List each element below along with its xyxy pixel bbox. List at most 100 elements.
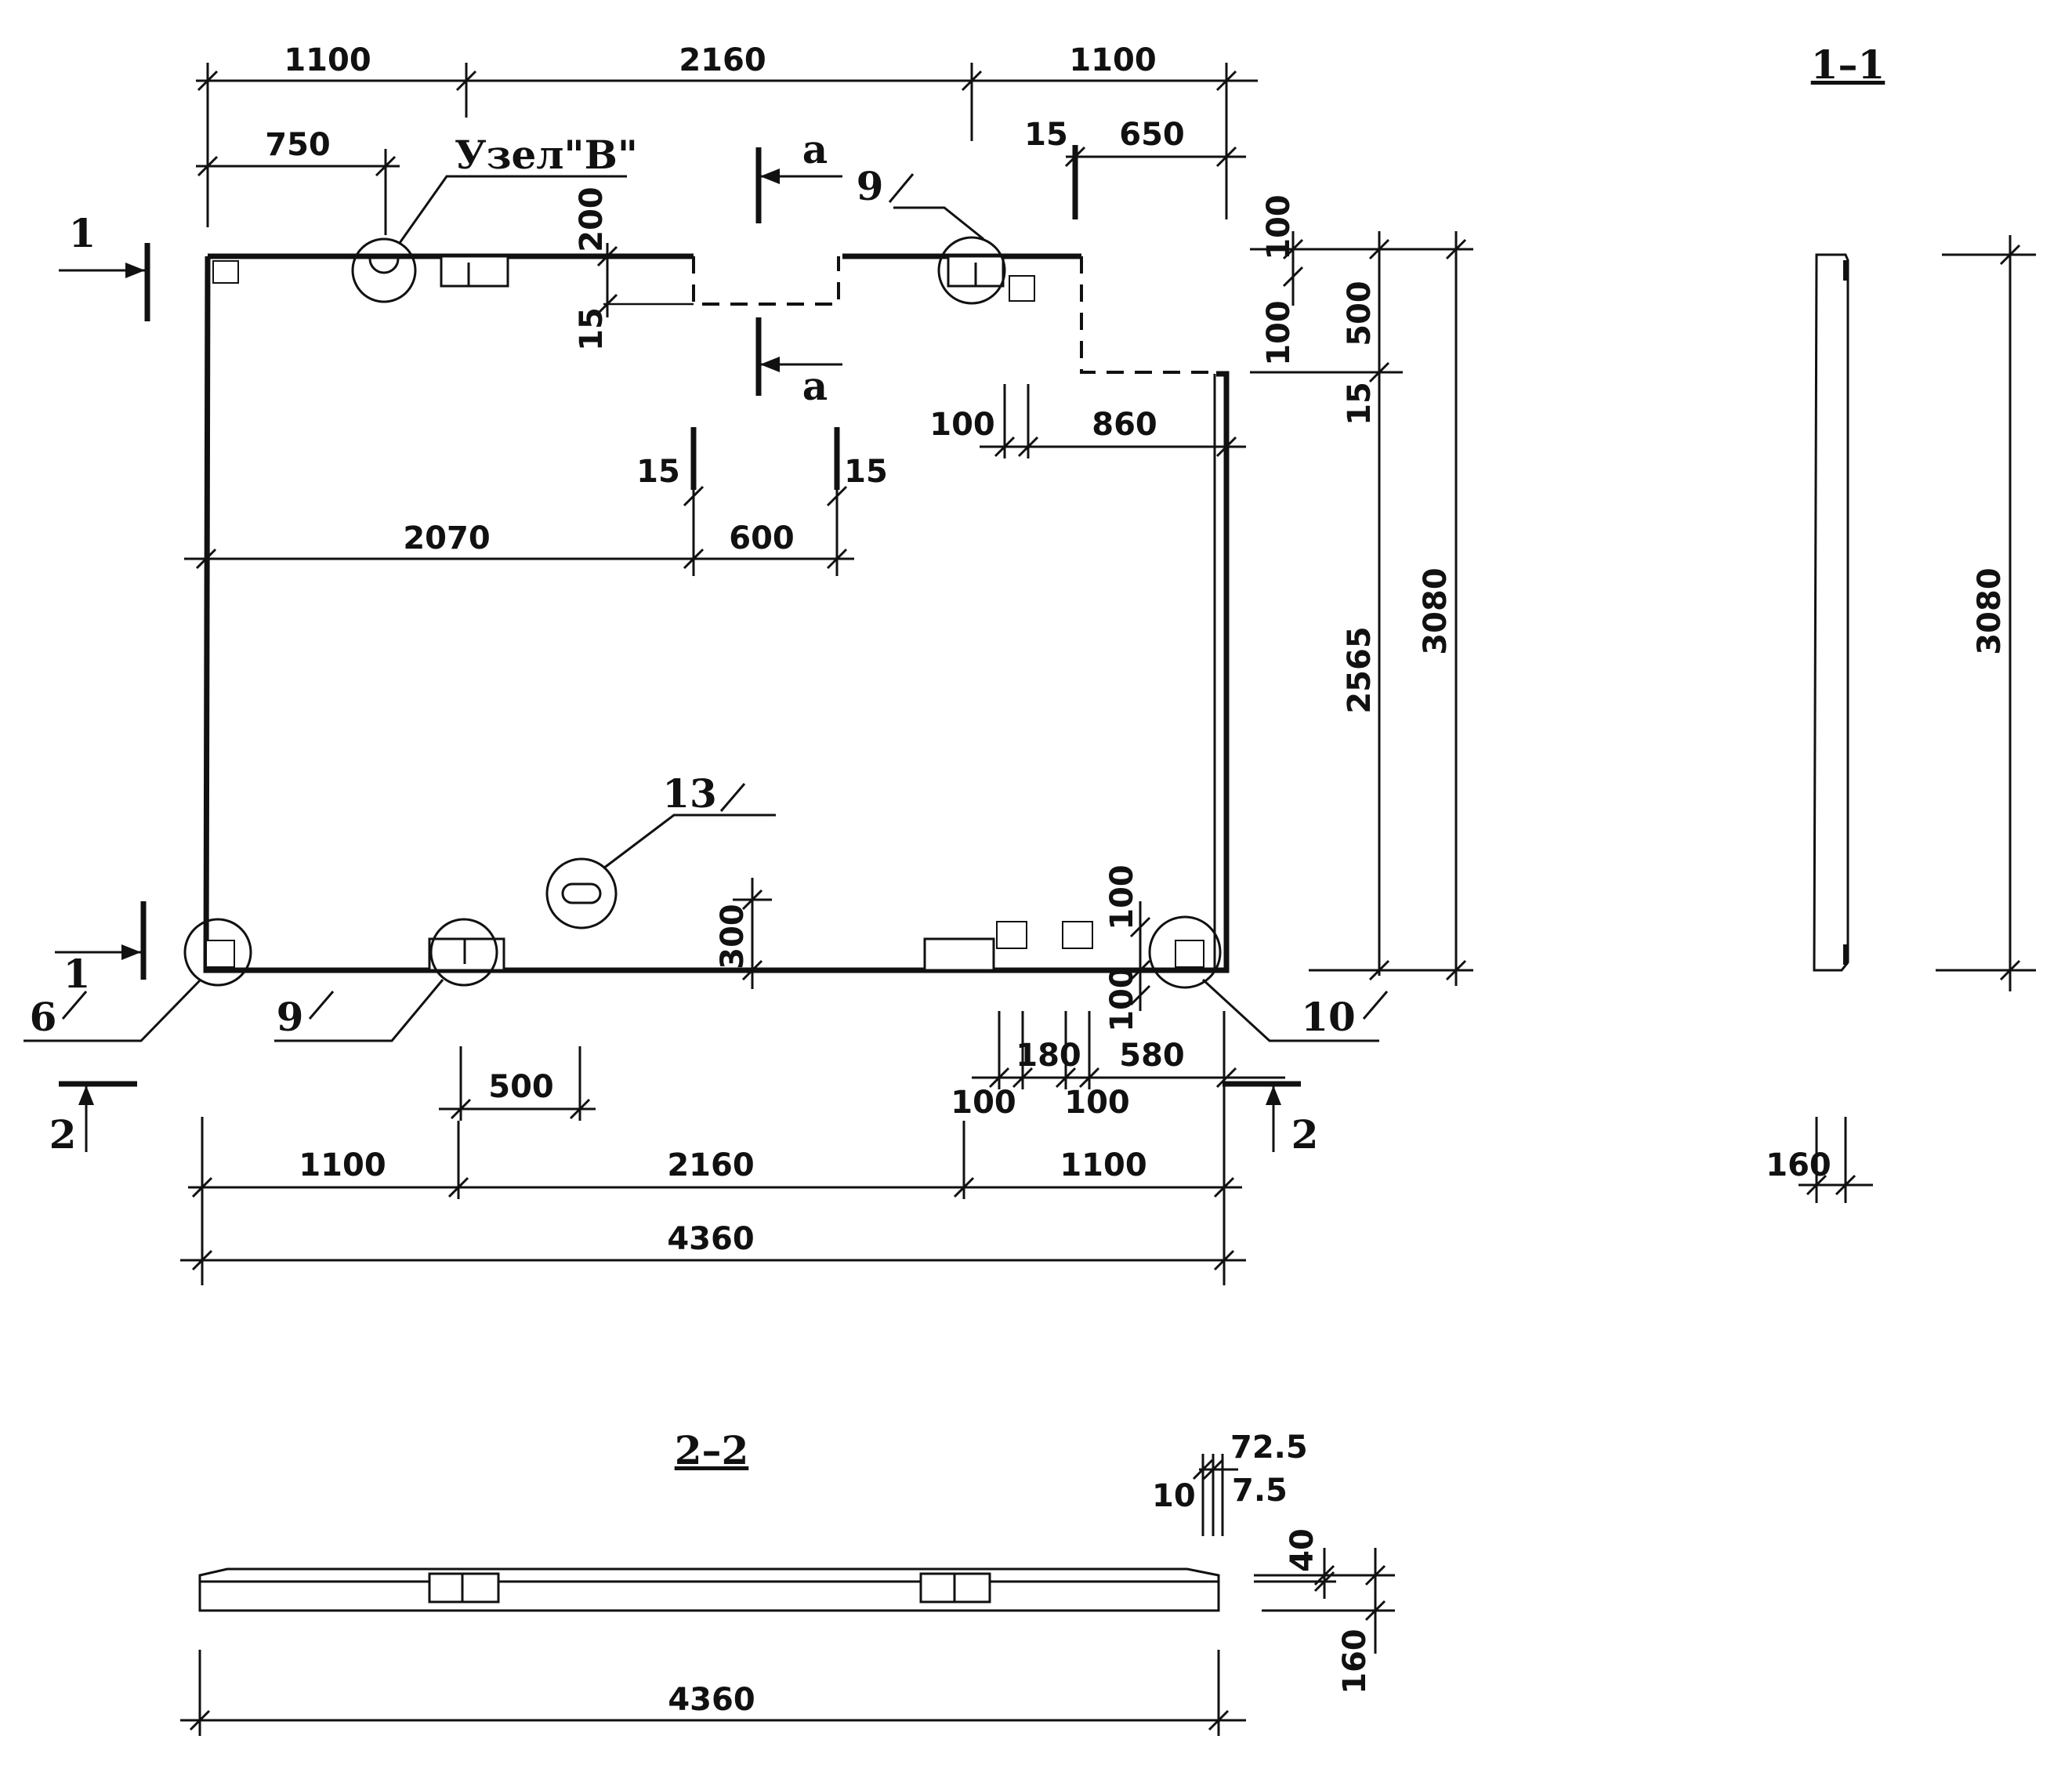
callout-13-slot xyxy=(561,882,602,904)
dim-2070: 2070 xyxy=(403,520,490,556)
section-1-1-title: 1–1 xyxy=(1811,42,1885,88)
section-2-2-dims xyxy=(180,1454,1395,1736)
dim-580: 580 xyxy=(1119,1038,1185,1074)
plan-view: 1100 2160 1100 750 15 650 200 15 100 100… xyxy=(24,42,1473,1285)
section-2-2-7-5: 7.5 xyxy=(1232,1473,1288,1509)
section-2-2-length: 4360 xyxy=(668,1682,755,1718)
top-opening xyxy=(692,256,840,306)
dim-100-f: 100 xyxy=(1064,1085,1130,1121)
section-1-1-dims xyxy=(1799,235,2036,1203)
label-callout-10: 10 xyxy=(1301,994,1356,1040)
leader-9-bottom xyxy=(274,979,444,1042)
dim-500: 500 xyxy=(1342,281,1378,346)
dim-750: 750 xyxy=(265,127,331,163)
slash-9t xyxy=(888,173,915,203)
embedded-part-top-right xyxy=(1009,275,1035,302)
section-2-2-160: 160 xyxy=(1337,1629,1373,1694)
dim-200: 200 xyxy=(574,187,610,252)
slash-13 xyxy=(719,783,746,812)
lifting-loop-bottom-left xyxy=(428,937,505,972)
dim-3080: 3080 xyxy=(1418,567,1454,654)
section-2-2-72-5: 72.5 xyxy=(1230,1430,1308,1466)
embedded-part-top-left xyxy=(212,260,239,284)
section-1-1-height: 3080 xyxy=(1972,567,2008,654)
dim-15-left: 15 xyxy=(574,307,610,351)
dim-15-top: 15 xyxy=(1024,117,1068,153)
node-b-hole xyxy=(368,258,400,274)
label-node-b: Узел"В" xyxy=(455,132,638,178)
slash-9b xyxy=(308,991,335,1020)
embedded-part-bottom-1 xyxy=(996,921,1027,949)
node-b-circle xyxy=(351,237,417,303)
callout-6-circle xyxy=(183,918,252,987)
notch-outline xyxy=(1080,256,1215,374)
dim-100-c: 100 xyxy=(1104,864,1140,930)
dim-100-notch: 100 xyxy=(929,407,995,443)
dim-15-r: 15 xyxy=(844,454,888,490)
lifting-loop-top-left xyxy=(440,255,509,288)
cut1-top-head xyxy=(125,263,145,278)
embedded-part-bottom-2 xyxy=(1062,921,1093,949)
dim-860: 860 xyxy=(1092,407,1157,443)
label-callout-6: 6 xyxy=(30,994,57,1040)
cut-a-bottom-head xyxy=(760,357,780,372)
dim-top-mid: 2160 xyxy=(679,42,766,78)
label-callout-13: 13 xyxy=(662,770,717,817)
dim-15-l: 15 xyxy=(636,454,680,490)
dim-300: 300 xyxy=(715,904,751,969)
dim-15-right: 15 xyxy=(1342,382,1378,426)
cut-a-top-head xyxy=(760,169,780,184)
section-1-1-thickness: 160 xyxy=(1766,1147,1831,1183)
label-cut2-left: 2 xyxy=(49,1111,77,1158)
section-2-2-40: 40 xyxy=(1284,1528,1320,1572)
callout-9-bottom-circle xyxy=(429,918,498,987)
embedded-part-bottom-left xyxy=(205,940,235,968)
leader-10 xyxy=(1201,978,1379,1042)
section-1-1-insert-bottom xyxy=(1843,944,1848,965)
section-1-1-insert-top xyxy=(1843,260,1848,281)
panel-outline xyxy=(203,253,1230,973)
section-1-1: 1–1 3080 160 xyxy=(1766,42,2036,1203)
lifting-loop-bottom-right xyxy=(923,937,995,972)
section-2-2-loop-left xyxy=(428,1572,500,1603)
dim-100-a: 100 xyxy=(1261,194,1297,260)
embedded-part-bottom-right xyxy=(1175,940,1204,968)
cut2-left-head xyxy=(78,1085,94,1105)
section-2-2-10: 10 xyxy=(1152,1478,1196,1514)
section-2-2-profile xyxy=(198,1567,1220,1612)
dim-bottom-mid: 2160 xyxy=(667,1147,754,1183)
dim-top-right: 1100 xyxy=(1069,42,1156,78)
dim-600: 600 xyxy=(729,520,795,556)
dim-bottom-left: 1100 xyxy=(299,1147,386,1183)
dim-650: 650 xyxy=(1119,117,1185,153)
callout-13-circle xyxy=(545,857,618,929)
label-cut1-top: 1 xyxy=(69,210,96,256)
dim-overall: 4360 xyxy=(667,1221,754,1257)
cut1-bottom-head xyxy=(121,944,141,960)
cut2-right-head xyxy=(1266,1085,1281,1105)
dim-bottom-right: 1100 xyxy=(1060,1147,1146,1183)
label-callout-9-bottom: 9 xyxy=(277,994,304,1040)
label-section-a-top: а xyxy=(802,126,828,172)
dim-top-left: 1100 xyxy=(284,42,371,78)
leader-13 xyxy=(603,814,776,870)
dimension-lines xyxy=(180,63,1473,1285)
section-1-1-profile xyxy=(1813,253,1849,972)
slash-10 xyxy=(1362,991,1389,1020)
section-2-2-title: 2–2 xyxy=(675,1427,749,1473)
dim-2565: 2565 xyxy=(1342,626,1378,713)
dim-180: 180 xyxy=(1016,1038,1081,1074)
label-cut1-bottom: 1 xyxy=(63,951,91,997)
label-callout-9-top: 9 xyxy=(857,163,884,209)
dim-500-bottom: 500 xyxy=(488,1069,554,1105)
label-cut2-right: 2 xyxy=(1291,1111,1319,1158)
leader-node-b xyxy=(398,175,627,244)
slash-6 xyxy=(61,991,88,1020)
leader-9-top xyxy=(893,206,984,241)
callout-9-top-circle xyxy=(937,236,1006,305)
dim-100-e: 100 xyxy=(951,1085,1016,1121)
leader-6 xyxy=(24,978,202,1042)
section-2-2: 2–2 4360 72. xyxy=(180,1427,1395,1736)
dim-100-b: 100 xyxy=(1261,300,1297,366)
